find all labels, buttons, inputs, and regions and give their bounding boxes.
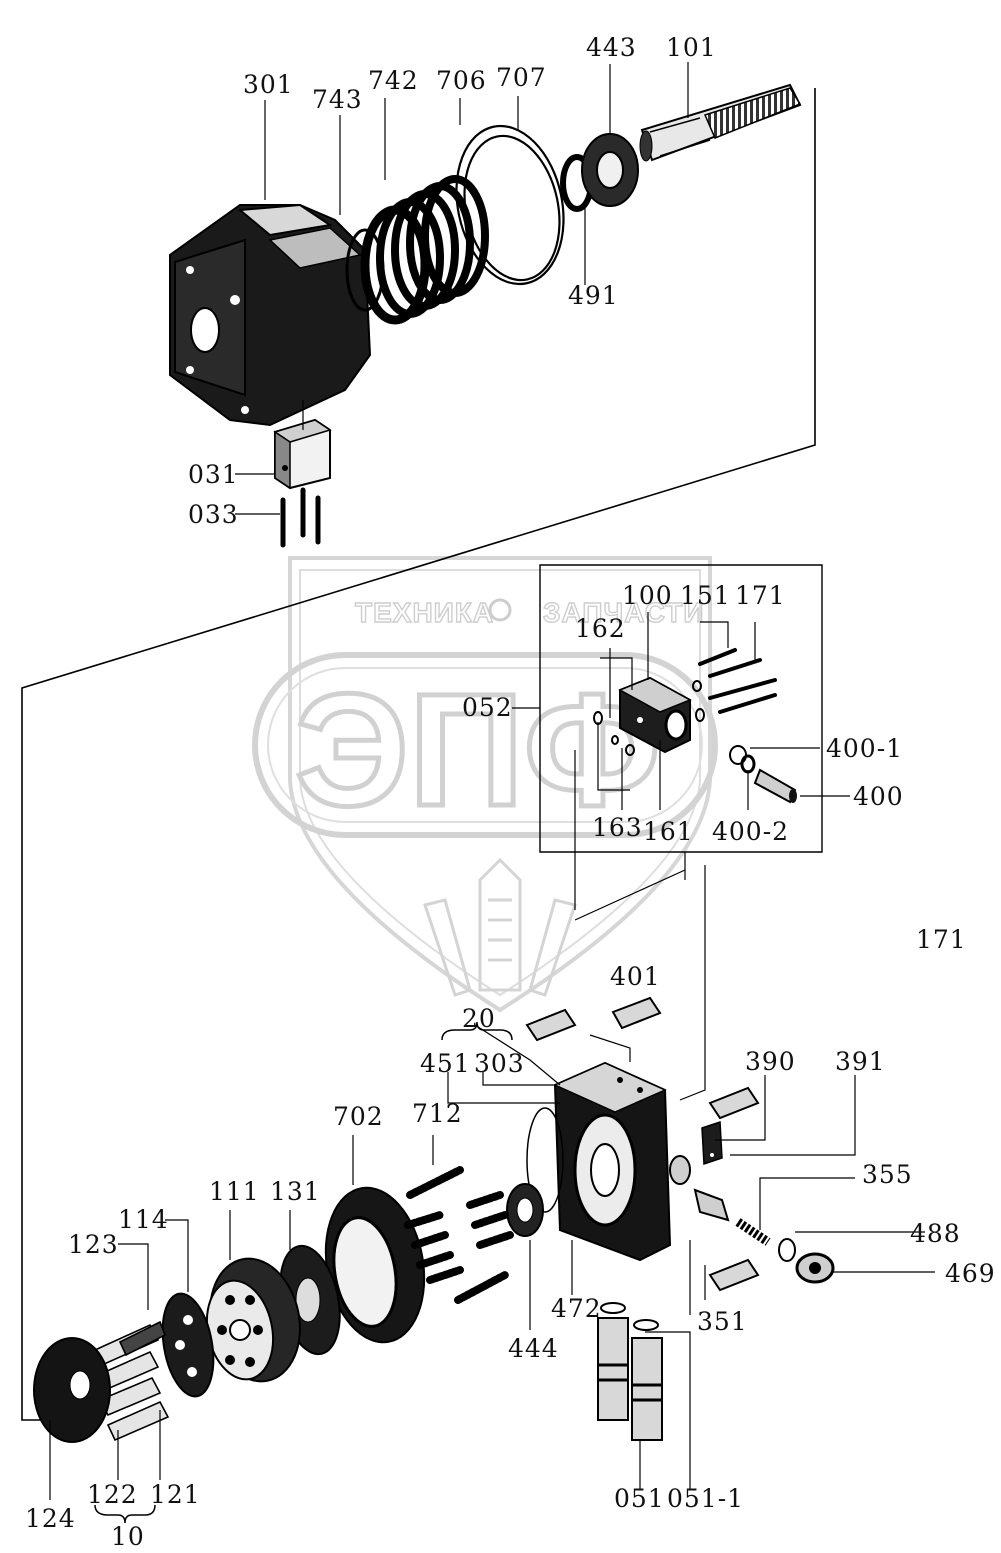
label-400: 400: [853, 782, 904, 811]
label-351: 351: [697, 1307, 748, 1336]
label-451: 451: [420, 1049, 471, 1078]
label-303: 303: [474, 1049, 525, 1078]
o-rings-706-707: [455, 124, 565, 286]
label-355: 355: [862, 1160, 913, 1189]
label-162: 162: [575, 614, 626, 643]
label-488: 488: [910, 1219, 961, 1248]
watermark-left-text: ТЕХНИКА: [355, 597, 494, 628]
small-rings-162-163: [593, 680, 705, 756]
bolts-401: [525, 996, 760, 1292]
cylinder-block-111: [206, 1257, 301, 1383]
relief-valve-100: [618, 676, 692, 754]
spring-355: [693, 1188, 771, 1246]
label-400-2: 400-2: [712, 817, 789, 846]
plate-124: [33, 1337, 111, 1443]
label-124: 124: [25, 1504, 76, 1533]
bearing-443: [581, 133, 639, 207]
label-301: 301: [243, 70, 294, 99]
label-707: 707: [496, 63, 547, 92]
label-151: 151: [680, 581, 731, 610]
label-161: 161: [643, 817, 694, 846]
label-20: 20: [462, 1004, 496, 1033]
label-742: 742: [368, 66, 419, 95]
label-114: 114: [118, 1205, 169, 1234]
retainer-114: [161, 1292, 215, 1398]
label-491: 491: [568, 281, 619, 310]
label-122: 122: [87, 1480, 138, 1509]
label-051-1: 051-1: [667, 1484, 744, 1513]
label-443: 443: [586, 33, 637, 62]
label-743: 743: [312, 85, 363, 114]
bolts-151-171: [698, 648, 777, 714]
label-400-1: 400-1: [826, 734, 903, 763]
label-469: 469: [945, 1259, 996, 1288]
label-401: 401: [610, 962, 661, 991]
label-472: 472: [551, 1294, 602, 1323]
label-712: 712: [412, 1099, 463, 1128]
label-033: 033: [188, 500, 239, 529]
label-123: 123: [68, 1230, 119, 1259]
seal-488-469: [778, 1238, 835, 1284]
label-031: 031: [188, 460, 239, 489]
springs-712: [404, 1166, 514, 1304]
label-101: 101: [666, 33, 717, 62]
label-121: 121: [150, 1480, 201, 1509]
gasket-472: [526, 1107, 564, 1213]
label-111: 111: [209, 1177, 260, 1206]
part-labels: 301 743 742 706 707 443 101 491 031 033 …: [25, 33, 996, 1551]
watermark-right-text: ЗАПЧАСТИ: [543, 597, 704, 628]
leader-lines-lower: [49, 1024, 935, 1500]
watermark-logo: ТЕХНИКА ЗАПЧАСТИ ЭПФ: [252, 556, 718, 1013]
parts-390-391: [701, 1120, 723, 1166]
bearing-444: [506, 1183, 544, 1237]
label-131: 131: [270, 1177, 321, 1206]
label-706: 706: [436, 66, 487, 95]
frame-lines: [21, 88, 816, 1421]
label-100: 100: [622, 581, 673, 610]
shaft-101: [639, 83, 802, 162]
label-10: 10: [111, 1522, 145, 1551]
label-052: 052: [462, 693, 513, 722]
label-391: 391: [835, 1047, 886, 1076]
gear-icon: [488, 598, 512, 622]
valve-block-031: [273, 418, 332, 490]
label-163: 163: [592, 813, 643, 842]
leader-lines-mid: [512, 612, 850, 1101]
wheat-icon: [423, 857, 577, 997]
label-051: 051: [614, 1484, 665, 1513]
plug-400: [729, 745, 797, 804]
label-444: 444: [508, 1334, 559, 1363]
label-702: 702: [333, 1102, 384, 1131]
bracket-10: [94, 1504, 156, 1524]
motor-housing-301: [169, 203, 372, 427]
bracket-20: [441, 1021, 513, 1041]
valve-box-frame: [539, 564, 823, 853]
label-390: 390: [745, 1047, 796, 1076]
swash-plate-702: [324, 1186, 426, 1344]
bolts-033: [280, 487, 321, 548]
port-block-303: [553, 1061, 691, 1262]
watermark-logo-letters: ЭПФ: [295, 660, 660, 839]
label-171: 171: [735, 581, 786, 610]
leader-lines-top: [235, 62, 689, 515]
label-171-b: 171: [916, 925, 967, 954]
piston-rings-742-743: [345, 175, 489, 325]
valves-051: [597, 1302, 663, 1441]
